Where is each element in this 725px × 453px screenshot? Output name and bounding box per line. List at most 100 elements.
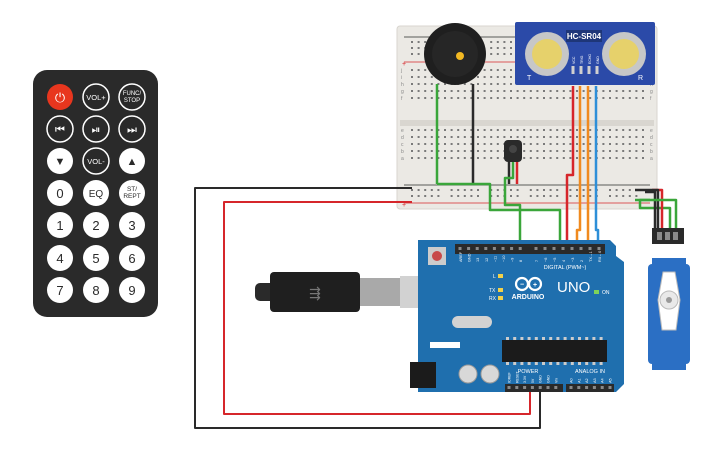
breadboard-hole <box>457 136 460 138</box>
analog-pin-label: A1 <box>577 378 581 383</box>
power-jack <box>410 362 436 388</box>
remote-button-down[interactable]: ▼ <box>47 148 73 174</box>
breadboard-hole <box>628 90 631 92</box>
remote-button-4[interactable]: 4 <box>47 245 73 271</box>
svg-text:STOP: STOP <box>124 98 140 104</box>
breadboard-hole <box>463 157 466 159</box>
chip-pin <box>599 337 603 340</box>
sensor-pin <box>579 66 583 74</box>
breadboard-hole <box>483 97 486 99</box>
breadboard-hole <box>470 143 473 145</box>
digital-pin-label: 8 <box>519 260 523 262</box>
remote-button-eq[interactable]: EQ <box>83 180 109 206</box>
remote-button-8[interactable]: 8 <box>83 277 109 303</box>
breadboard-hole <box>444 97 446 99</box>
digital-pin-label: ~11 <box>493 256 497 262</box>
remote-button-power[interactable]: ⏻ <box>47 84 73 110</box>
digital-pin-label: ~9 <box>511 258 515 262</box>
breadboard-hole <box>503 90 506 92</box>
wires <box>194 86 678 429</box>
power-pin <box>538 386 542 389</box>
svg-text:VOL+: VOL+ <box>86 93 106 102</box>
analog-pin <box>569 386 573 389</box>
l-led-label: L <box>493 274 496 280</box>
chip-pin <box>520 362 524 365</box>
remote-button-up[interactable]: ▲ <box>119 148 145 174</box>
remote-button-vol-down[interactable]: VOL- <box>82 147 110 175</box>
breadboard-hole <box>628 136 631 138</box>
remote-button-next[interactable]: ⏭ <box>118 115 146 143</box>
wire-servo-signal-rail <box>635 198 678 230</box>
power-pin <box>515 386 519 389</box>
breadboard-row-letter: c <box>650 142 653 148</box>
ir-receiver[interactable] <box>504 140 522 162</box>
remote-button-func-stop[interactable]: FUNC/ STOP <box>118 83 146 111</box>
breadboard-hole <box>543 129 545 131</box>
piezo-buzzer[interactable] <box>424 23 486 184</box>
breadboard-hole <box>483 69 486 71</box>
power-pin-label: GND <box>539 375 543 383</box>
breadboard-hole <box>589 136 592 138</box>
remote-button-1[interactable]: 1 <box>47 212 73 238</box>
breadboard-hole <box>543 136 545 138</box>
breadboard-hole <box>417 47 420 49</box>
breadboard-hole <box>516 90 519 92</box>
breadboard-hole <box>444 90 446 92</box>
ir-remote[interactable]: ⏻ VOL+ FUNC/ STOP ⏮ ⏯ ⏭ ▼ VOL- <box>33 70 158 317</box>
breadboard-hole <box>549 195 552 197</box>
sensor-pin-label: GND <box>596 56 600 64</box>
remote-button-play-pause[interactable]: ⏯ <box>82 115 110 143</box>
chip-pin <box>534 362 538 365</box>
breadboard-hole <box>562 150 565 152</box>
power-pin <box>554 386 558 389</box>
remote-button-2[interactable]: 2 <box>83 212 109 238</box>
breadboard-hole <box>622 90 625 92</box>
power-pin-label: IOREF <box>508 372 512 383</box>
breadboard-hole <box>615 195 618 197</box>
breadboard-hole <box>450 90 453 92</box>
breadboard-hole <box>430 189 433 191</box>
ir-receiver-lens <box>509 145 517 153</box>
remote-button-vol-up[interactable]: VOL+ <box>82 83 110 111</box>
digital-pin-label: 12 <box>485 258 489 262</box>
breadboard-hole <box>569 157 572 159</box>
breadboard-hole <box>510 69 512 71</box>
breadboard-hole <box>503 47 506 49</box>
breadboard-hole <box>615 90 618 92</box>
remote-button-3[interactable]: 3 <box>119 212 145 238</box>
breadboard-hole <box>622 195 625 197</box>
servo-motor[interactable] <box>648 228 690 370</box>
remote-button-5[interactable]: 5 <box>83 245 109 271</box>
breadboard-hole <box>576 136 578 138</box>
breadboard-hole <box>444 129 446 131</box>
breadboard-hole <box>437 143 440 145</box>
breadboard-hole <box>615 189 618 191</box>
analog-label: ANALOG IN <box>575 369 605 375</box>
breadboard-hole <box>523 129 526 131</box>
remote-button-0[interactable]: 0 <box>47 180 73 206</box>
crystal <box>452 316 492 328</box>
breadboard-hole <box>615 136 618 138</box>
breadboard-hole <box>411 41 413 43</box>
breadboard-hole <box>635 129 638 131</box>
breadboard-hole <box>490 47 493 49</box>
digital-pin-label: 13 <box>476 258 480 262</box>
remote-button-9[interactable]: 9 <box>119 277 145 303</box>
digital-pin-label: GND <box>468 253 472 262</box>
power-pin-label: 5V <box>531 378 535 383</box>
remote-button-6[interactable]: 6 <box>119 245 145 271</box>
breadboard-hole <box>424 90 427 92</box>
breadboard-hole <box>424 69 427 71</box>
remote-button-st-rept[interactable]: ST/ REPT <box>119 180 145 206</box>
breadboard-hole <box>457 189 460 191</box>
chip-pin <box>520 337 524 340</box>
breadboard-row-letter: d <box>650 135 653 141</box>
remote-button-prev[interactable]: ⏮ <box>46 115 74 143</box>
breadboard-hole <box>569 129 572 131</box>
breadboard-hole <box>496 136 499 138</box>
chip-pin <box>506 362 509 365</box>
remote-button-7[interactable]: 7 <box>47 277 73 303</box>
